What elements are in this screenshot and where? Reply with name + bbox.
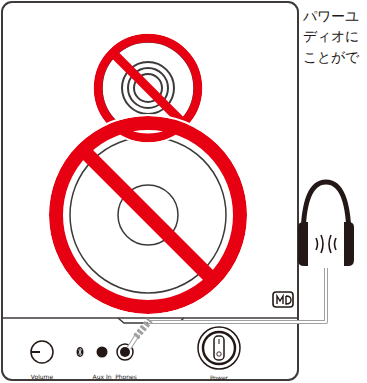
headphone-cable: [129, 268, 326, 348]
headphones-icon: [298, 182, 354, 266]
woofer: [56, 123, 240, 307]
brand-logo: [273, 292, 293, 307]
control-label: Volume: [31, 373, 53, 380]
aux-in-jack: [97, 347, 108, 358]
control-label: Phones: [115, 373, 137, 380]
power-switch: [198, 327, 240, 369]
note-text: パワーユ ディオに ことがで: [303, 6, 365, 67]
bluetooth-icon: [77, 347, 84, 357]
control-label: Power: [210, 374, 228, 381]
prohibition-sign: [48, 115, 248, 315]
panel-divider: [2, 317, 298, 319]
control-label: Aux In: [93, 373, 112, 380]
volume-knob: [31, 341, 53, 363]
